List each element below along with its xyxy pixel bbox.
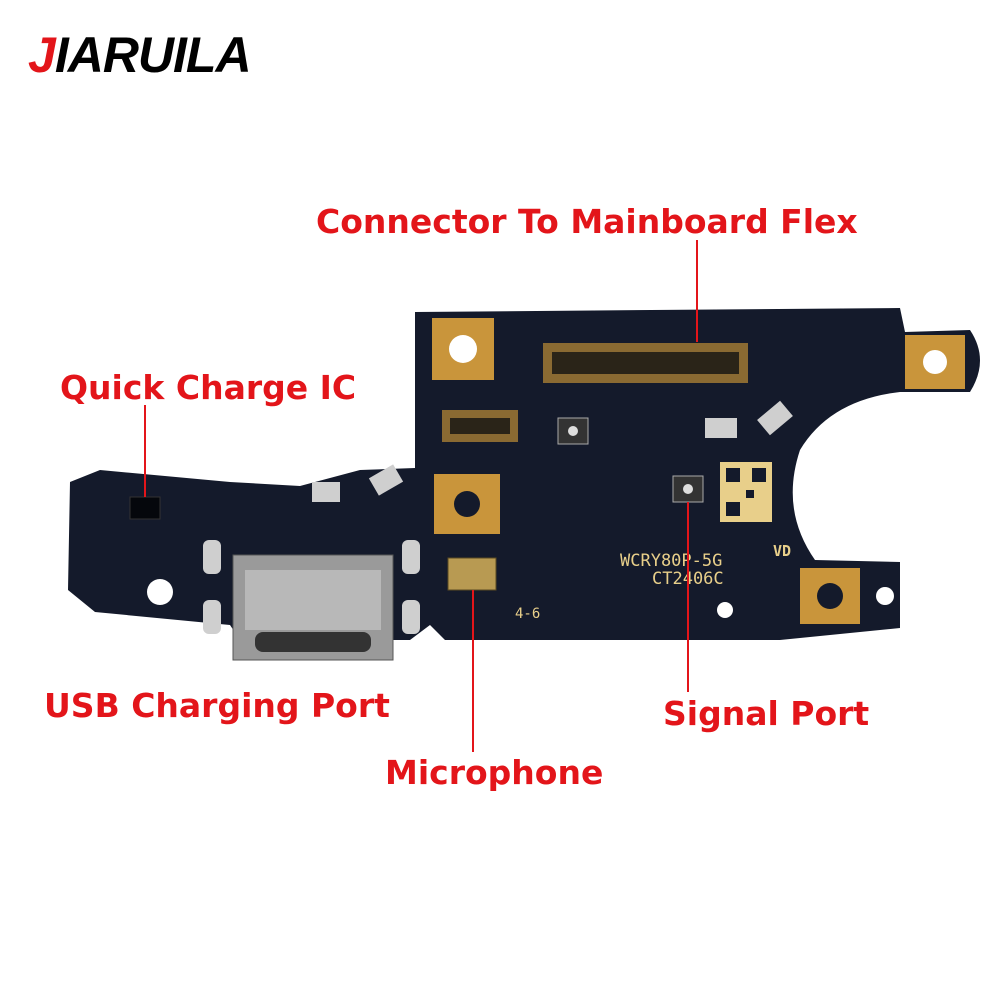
label-microphone: Microphone bbox=[385, 753, 604, 792]
label-connector: Connector To Mainboard Flex bbox=[316, 202, 858, 241]
microphone bbox=[447, 557, 497, 591]
label-signal-port: Signal Port bbox=[663, 694, 870, 733]
board-rev-text: 4-6 bbox=[515, 606, 540, 622]
board-mark-text: VD bbox=[773, 542, 791, 560]
quick-charge-ic bbox=[129, 496, 161, 520]
brand-logo: JIARUILA bbox=[28, 27, 252, 83]
label-quick-charge: Quick Charge IC bbox=[60, 368, 357, 407]
label-usb-port: USB Charging Port bbox=[44, 686, 390, 725]
board-model-text: WCRY80P-5G bbox=[620, 551, 722, 571]
